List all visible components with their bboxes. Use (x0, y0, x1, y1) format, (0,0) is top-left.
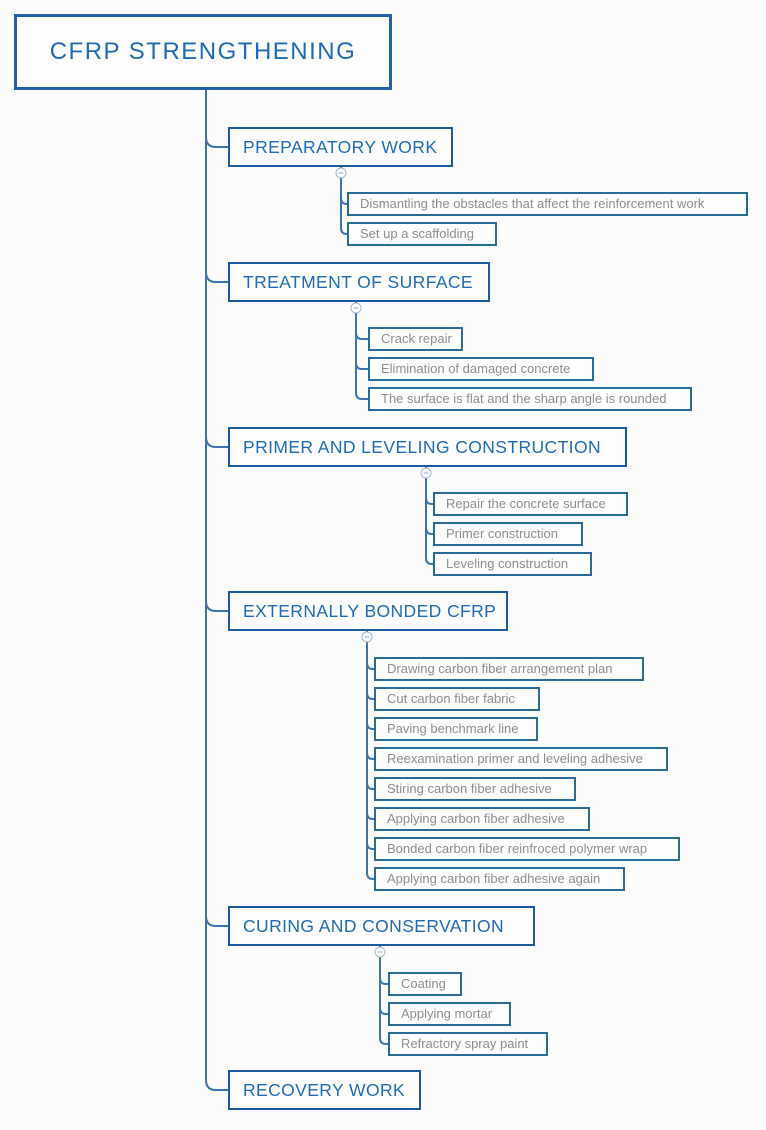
collapse-toggle-minus-icon[interactable] (361, 631, 373, 643)
child-branch-connector (366, 692, 374, 700)
child-branch-connector (366, 752, 374, 760)
subtopic-applying-mortar[interactable]: Applying mortar (388, 1002, 511, 1026)
subtopic-crack-repair[interactable]: Crack repair (368, 327, 463, 351)
child-branch-connector (366, 812, 374, 820)
child-drop-connector (379, 946, 388, 1045)
main-topic-externally-bonded-cfrp[interactable]: EXTERNALLY BONDED CFRP (228, 591, 508, 631)
collapse-toggle-minus-icon[interactable] (350, 302, 362, 314)
child-drop-connector (355, 302, 368, 400)
trunk-connector (205, 90, 228, 1091)
child-branch-connector (355, 362, 368, 370)
main-topic-treatment-of-surface[interactable]: TREATMENT OF SURFACE (228, 262, 490, 302)
subtopic-repair-the-concrete-surface[interactable]: Repair the concrete surface (433, 492, 628, 516)
topic-branch-connector (205, 136, 228, 148)
child-drop-connector (366, 631, 374, 880)
subtopic-applying-carbon-fiber-adhesive-again[interactable]: Applying carbon fiber adhesive again (374, 867, 625, 891)
main-topic-primer-and-leveling-construction[interactable]: PRIMER AND LEVELING CONSTRUCTION (228, 427, 627, 467)
subtopic-applying-carbon-fiber-adhesive[interactable]: Applying carbon fiber adhesive (374, 807, 590, 831)
subtopic-elimination-of-damaged-concrete[interactable]: Elimination of damaged concrete (368, 357, 594, 381)
subtopic-the-surface-is-flat-and-the-sharp-angle-[interactable]: The surface is flat and the sharp angle … (368, 387, 692, 411)
main-topic-recovery-work[interactable]: RECOVERY WORK (228, 1070, 421, 1110)
subtopic-drawing-carbon-fiber-arrangement-plan[interactable]: Drawing carbon fiber arrangement plan (374, 657, 644, 681)
child-branch-connector (425, 527, 433, 535)
child-branch-connector (379, 1007, 388, 1015)
child-branch-connector (340, 197, 348, 205)
subtopic-set-up-a-scaffolding[interactable]: Set up a scaffolding (347, 222, 497, 246)
topic-branch-connector (205, 600, 228, 612)
topic-branch-connector (205, 915, 228, 927)
subtopic-refractory-spray-paint[interactable]: Refractory spray paint (388, 1032, 548, 1056)
child-drop-connector (425, 467, 433, 565)
collapse-toggle-minus-icon[interactable] (420, 467, 432, 479)
subtopic-dismantling-the-obstacles-that-affect-th[interactable]: Dismantling the obstacles that affect th… (347, 192, 748, 216)
child-drop-connector (340, 167, 348, 235)
child-branch-connector (366, 662, 374, 670)
child-branch-connector (379, 977, 388, 985)
collapse-toggle-minus-icon[interactable] (335, 167, 347, 179)
subtopic-bonded-carbon-fiber-reinfroced-polymer-w[interactable]: Bonded carbon fiber reinfroced polymer w… (374, 837, 680, 861)
child-branch-connector (366, 842, 374, 850)
child-branch-connector (355, 332, 368, 340)
main-topic-curing-and-conservation[interactable]: CURING AND CONSERVATION (228, 906, 535, 946)
child-branch-connector (366, 782, 374, 790)
main-topic-preparatory-work[interactable]: PREPARATORY WORK (228, 127, 453, 167)
root-topic-cfrp-strengthening[interactable]: CFRP STRENGTHENING (14, 14, 392, 90)
topic-branch-connector (205, 271, 228, 283)
child-branch-connector (425, 497, 433, 505)
subtopic-cut-carbon-fiber-fabric[interactable]: Cut carbon fiber fabric (374, 687, 540, 711)
subtopic-paving-benchmark-line[interactable]: Paving benchmark line (374, 717, 538, 741)
subtopic-leveling-construction[interactable]: Leveling construction (433, 552, 592, 576)
topic-branch-connector (205, 436, 228, 448)
subtopic-primer-construction[interactable]: Primer construction (433, 522, 583, 546)
child-branch-connector (366, 722, 374, 730)
subtopic-stiring-carbon-fiber-adhesive[interactable]: Stiring carbon fiber adhesive (374, 777, 576, 801)
subtopic-coating[interactable]: Coating (388, 972, 462, 996)
subtopic-reexamination-primer-and-leveling-adhesi[interactable]: Reexamination primer and leveling adhesi… (374, 747, 668, 771)
collapse-toggle-minus-icon[interactable] (374, 946, 386, 958)
